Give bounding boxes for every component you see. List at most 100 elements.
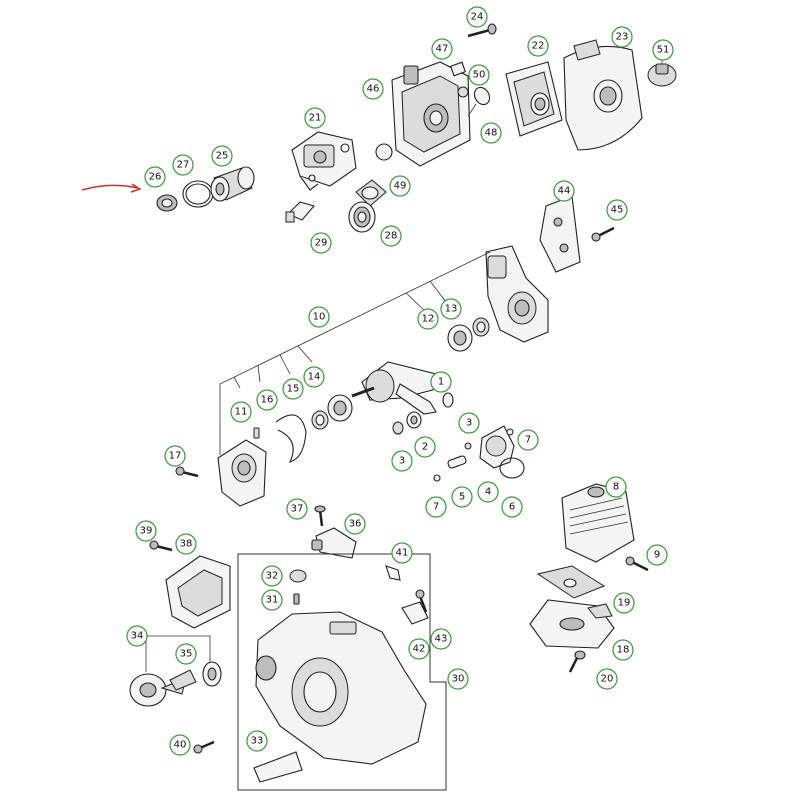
callout-label: 29: [315, 238, 328, 249]
callout-label: 14: [308, 372, 321, 383]
part-11: [253, 427, 260, 439]
callout-label: 41: [396, 548, 409, 559]
callout-30: 30: [447, 668, 469, 690]
callout-label: 11: [235, 407, 248, 418]
callout-circle: [527, 35, 549, 57]
callout-circle: [458, 412, 480, 434]
callout-34: 34: [126, 625, 148, 647]
part-35: [169, 661, 222, 691]
callout-circle: [447, 668, 469, 690]
callout-circle: [613, 592, 635, 614]
callout-circle: [417, 308, 439, 330]
callout-label: 17: [169, 451, 182, 462]
part-49: [449, 61, 467, 77]
part-40: [193, 740, 215, 754]
part-23: [563, 39, 643, 151]
callout-label: 24: [471, 12, 484, 23]
callout-label: 49: [394, 181, 407, 192]
part-21: [291, 131, 357, 191]
callout-24: 24: [466, 6, 488, 28]
callout-3: 3: [458, 412, 480, 434]
callout-circle: [211, 145, 233, 167]
callout-circle: [431, 38, 453, 60]
callout-label: 34: [131, 631, 144, 642]
callout-10: 10: [308, 306, 330, 328]
callout-circle: [175, 643, 197, 665]
callout-circle: [308, 306, 330, 328]
callout-49: 49: [389, 175, 411, 197]
callout-label: 1: [438, 377, 444, 388]
part-16: [275, 414, 307, 463]
part-2: [406, 411, 422, 429]
callout-label: 48: [485, 128, 498, 139]
callout-label: 31: [266, 595, 279, 606]
callout-circle: [135, 520, 157, 542]
callout-48: 48: [480, 122, 502, 144]
part-41: [385, 565, 401, 581]
part-28: [348, 201, 376, 233]
callout-32: 32: [261, 565, 283, 587]
part-30-frame: [237, 553, 447, 791]
callout-circle: [652, 39, 674, 61]
callout-label: 6: [509, 502, 515, 513]
callout-label: 42: [413, 644, 426, 655]
part-24: [467, 23, 497, 38]
callout-7: 7: [517, 429, 539, 451]
part-50: [457, 86, 469, 98]
callout-circle: [440, 298, 462, 320]
callout-label: 16: [261, 395, 274, 406]
group-35-bracket: [140, 635, 211, 672]
callout-circle: [303, 366, 325, 388]
callout-label: 2: [422, 442, 428, 453]
part-4: [479, 425, 515, 469]
callout-label: 5: [459, 492, 465, 503]
callout-label: 30: [452, 674, 465, 685]
callout-23: 23: [611, 26, 633, 48]
callout-label: 28: [385, 231, 398, 242]
part-19: [536, 565, 606, 599]
callout-25: 25: [211, 145, 233, 167]
callout-label: 50: [473, 70, 486, 81]
callout-circle: [310, 232, 332, 254]
part-29: [285, 201, 315, 223]
callout-circle: [466, 6, 488, 28]
callout-15: 15: [282, 378, 304, 400]
callout-circle: [391, 450, 413, 472]
crankcase-left-half: [217, 439, 267, 507]
callout-label: 18: [617, 645, 630, 656]
callout-50: 50: [468, 64, 490, 86]
part-38: [165, 555, 231, 629]
callout-circle: [286, 498, 308, 520]
part-32: [289, 569, 307, 583]
callout-4: 4: [477, 481, 499, 503]
callout-circle: [451, 486, 473, 508]
callout-circle: [596, 668, 618, 690]
highlight-arrow-icon: [81, 184, 139, 191]
crankshaft: [351, 361, 441, 415]
callout-circle: [477, 481, 499, 503]
part-14: [327, 394, 353, 422]
callout-label: 33: [251, 736, 264, 747]
callout-circle: [480, 122, 502, 144]
callout-circle: [646, 544, 668, 566]
callout-27: 27: [172, 154, 194, 176]
callout-label: 21: [309, 113, 322, 124]
callout-label: 36: [349, 519, 362, 530]
callout-20: 20: [596, 668, 618, 690]
callout-31: 31: [261, 589, 283, 611]
callout-label: 46: [367, 84, 380, 95]
callout-label: 12: [422, 314, 435, 325]
callout-circle: [430, 628, 452, 650]
callout-circle: [612, 639, 634, 661]
callout-circle: [391, 542, 413, 564]
callout-37: 37: [286, 498, 308, 520]
callout-9: 9: [646, 544, 668, 566]
callout-label: 7: [525, 435, 531, 446]
part-36: [311, 527, 357, 559]
part-17: [175, 466, 199, 478]
callout-2: 2: [414, 436, 436, 458]
callout-label: 15: [287, 384, 300, 395]
callout-label: 23: [616, 32, 629, 43]
